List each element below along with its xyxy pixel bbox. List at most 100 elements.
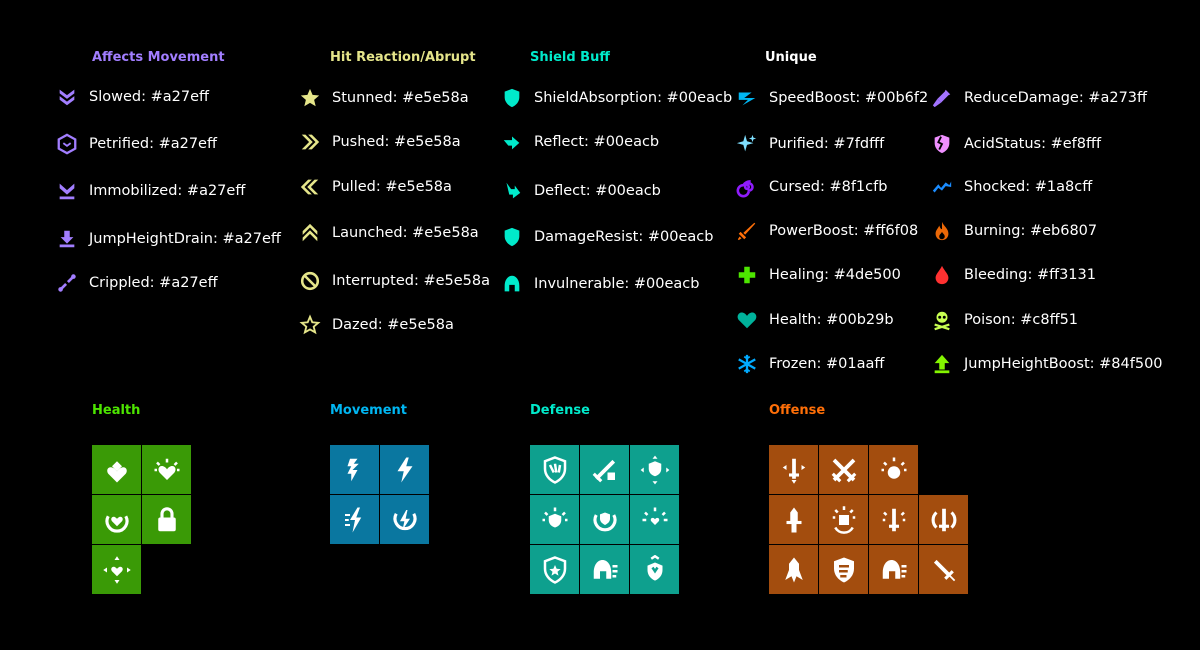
- status-item: Immobilized: #a27eff: [55, 179, 245, 203]
- no-entry-icon: [298, 269, 322, 293]
- status-item-label: Healing: #4de500: [769, 267, 901, 283]
- ability-tile[interactable]: [919, 545, 968, 594]
- heart-shield-icon: [102, 455, 132, 485]
- sword-down-icon: [929, 555, 959, 585]
- status-item-label: Immobilized: #a27eff: [89, 183, 246, 199]
- ability-tile[interactable]: [142, 495, 191, 544]
- ability-tile[interactable]: [869, 495, 918, 544]
- ability-tile[interactable]: [330, 445, 379, 494]
- header-hit-reaction: Hit Reaction/Abrupt: [330, 50, 476, 65]
- shield-arrows-icon: [640, 455, 670, 485]
- speed-icon: [735, 86, 759, 110]
- status-item-label: Reflect: #00eacb: [534, 134, 660, 150]
- status-item-label: PowerBoost: #ff6f08: [769, 223, 919, 239]
- ability-tile[interactable]: [769, 545, 818, 594]
- status-item-label: Deflect: #00eacb: [534, 183, 661, 199]
- skull-icon: [930, 308, 954, 332]
- double-chevron-left-icon: [298, 175, 322, 199]
- shield-star-icon: [540, 555, 570, 585]
- snowflake-icon: [735, 352, 759, 376]
- status-item-label: Launched: #e5e58a: [332, 225, 479, 241]
- status-item-label: ReduceDamage: #a273ff: [964, 90, 1148, 106]
- status-item: JumpHeightDrain: #a27eff: [55, 227, 281, 251]
- shield-chevron-icon: [829, 555, 859, 585]
- shield-burst-icon: [540, 505, 570, 535]
- sword-icon: [735, 219, 759, 243]
- status-item: ShieldAbsorption: #00eacb: [500, 86, 732, 110]
- ability-tile[interactable]: [819, 495, 868, 544]
- ability-tile[interactable]: [530, 545, 579, 594]
- ability-tile[interactable]: [580, 545, 629, 594]
- header-health: Health: [92, 403, 141, 418]
- ability-tile[interactable]: [380, 445, 429, 494]
- ability-tile[interactable]: [92, 495, 141, 544]
- ability-tile[interactable]: [330, 495, 379, 544]
- status-item-label: Petrified: #a27eff: [89, 136, 217, 152]
- ability-tile[interactable]: [769, 495, 818, 544]
- ability-tile[interactable]: [819, 545, 868, 594]
- heart-burst-icon: [152, 455, 182, 485]
- helmet-speed-icon: [879, 555, 909, 585]
- empty-tile-slot: [142, 545, 191, 594]
- status-item: Health: #00b29b: [735, 308, 894, 332]
- ability-tile[interactable]: [580, 445, 629, 494]
- fist-burst-icon: [879, 455, 909, 485]
- sword-burst-icon: [879, 505, 909, 535]
- drop-icon: [930, 263, 954, 287]
- ability-tile[interactable]: [92, 545, 141, 594]
- bolt-boot-alt-icon: [340, 505, 370, 535]
- sword-up-icon: [779, 505, 809, 535]
- status-item: Pushed: #e5e58a: [298, 130, 461, 154]
- status-item-label: AcidStatus: #ef8fff: [964, 136, 1102, 152]
- arrow-up-bar-icon: [930, 352, 954, 376]
- status-item: Slowed: #a27eff: [55, 85, 209, 109]
- ability-tile[interactable]: [869, 445, 918, 494]
- status-item: Poison: #c8ff51: [930, 308, 1078, 332]
- status-item: Stunned: #e5e58a: [298, 86, 469, 110]
- ability-tile[interactable]: [530, 445, 579, 494]
- heart-ring-icon: [102, 505, 132, 535]
- star-icon: [298, 86, 322, 110]
- status-item-label: Frozen: #01aaff: [769, 356, 885, 372]
- header-unique: Unique: [765, 50, 817, 65]
- header-shield-buff: Shield Buff: [530, 50, 610, 65]
- arrow-down-bar-icon: [55, 227, 79, 251]
- shield-icon: [500, 86, 524, 110]
- ability-tile[interactable]: [769, 445, 818, 494]
- ability-tile[interactable]: [92, 445, 141, 494]
- ability-tile[interactable]: [630, 445, 679, 494]
- hexagon-icon: [55, 132, 79, 156]
- status-item-label: Health: #00b29b: [769, 312, 894, 328]
- status-item-label: JumpHeightDrain: #a27eff: [89, 231, 281, 247]
- ability-tile[interactable]: [580, 495, 629, 544]
- ability-tile[interactable]: [530, 495, 579, 544]
- status-item-label: Purified: #7fdfff: [769, 136, 885, 152]
- shield-ring-icon: [590, 505, 620, 535]
- ability-tile[interactable]: [869, 545, 918, 594]
- ability-tile[interactable]: [819, 445, 868, 494]
- status-item: Frozen: #01aaff: [735, 352, 884, 376]
- ability-tile[interactable]: [630, 495, 679, 544]
- bolt-boot-icon: [390, 455, 420, 485]
- double-chevron-right-icon: [298, 130, 322, 154]
- sparkle-icon: [735, 132, 759, 156]
- status-item-label: Pulled: #e5e58a: [332, 179, 452, 195]
- ability-tile[interactable]: [630, 545, 679, 594]
- empty-tile-slot: [919, 445, 968, 494]
- status-item: Interrupted: #e5e58a: [298, 269, 490, 293]
- sword-arrows-icon: [779, 455, 809, 485]
- status-item-label: Poison: #c8ff51: [964, 312, 1079, 328]
- status-item: DamageResist: #00eacb: [500, 225, 713, 249]
- shield-up-icon: [640, 554, 670, 585]
- ability-tile[interactable]: [919, 495, 968, 544]
- status-item: Deflect: #00eacb: [500, 179, 661, 203]
- double-chevron-up-icon: [298, 221, 322, 245]
- status-item: Cursed: #8f1cfb: [735, 175, 887, 199]
- ability-tile[interactable]: [380, 495, 429, 544]
- ability-tile[interactable]: [142, 445, 191, 494]
- status-item: Dazed: #e5e58a: [298, 313, 454, 337]
- health-tile-grid: [92, 445, 191, 594]
- status-item: ReduceDamage: #a273ff: [930, 86, 1147, 110]
- shield-sword-icon: [590, 455, 620, 485]
- offense-tile-grid: [769, 445, 968, 594]
